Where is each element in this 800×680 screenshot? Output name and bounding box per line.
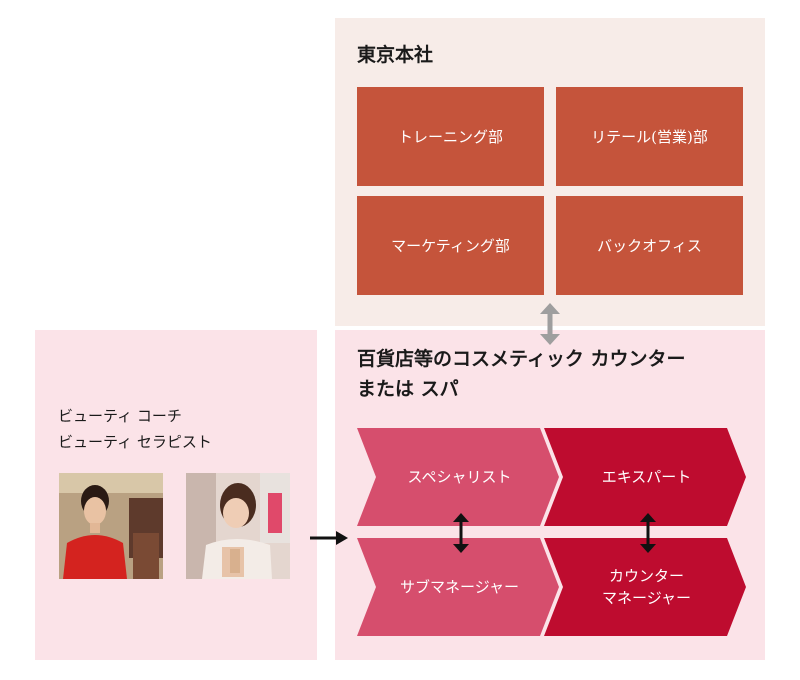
role-expert: エキスパート [544,428,746,526]
role-counter-manager: カウンター マネージャー [544,538,746,636]
staff-title: ビューティ コーチ ビューティ セラピスト [58,407,212,451]
role-expert-label: エキスパート [601,468,692,486]
dept-training: トレーニング部 [357,87,544,186]
chevron-shape [544,538,746,636]
role-specialist: スペシャリスト [357,428,559,526]
chevron-shape [544,428,746,526]
beauty-coach-photo [59,473,163,579]
expert-countermanager-double-arrow-icon [640,513,656,553]
role-sub-manager-label: サブマネージャー [400,578,519,596]
hq-counter-double-arrow-icon [540,303,560,345]
dept-marketing: マーケティング部 [357,196,544,295]
chevron-shape [357,538,559,636]
role-sub-manager: サブマネージャー [357,538,559,636]
counter-title: 百貨店等のコスメティック カウンター または スパ [357,348,686,400]
specialist-submanager-double-arrow-icon [453,513,469,553]
staff-to-counter-arrow-icon [310,531,348,545]
dept-retail: リテール(営業)部 [556,87,743,186]
hq-title: 東京本社 [357,44,434,66]
dept-back-office: バックオフィス [556,196,743,295]
role-specialist-label: スペシャリスト [407,468,512,486]
beauty-therapist-photo [186,473,290,579]
chevron-shape [357,428,559,526]
role-counter-manager-label: カウンター マネージャー [602,567,691,607]
